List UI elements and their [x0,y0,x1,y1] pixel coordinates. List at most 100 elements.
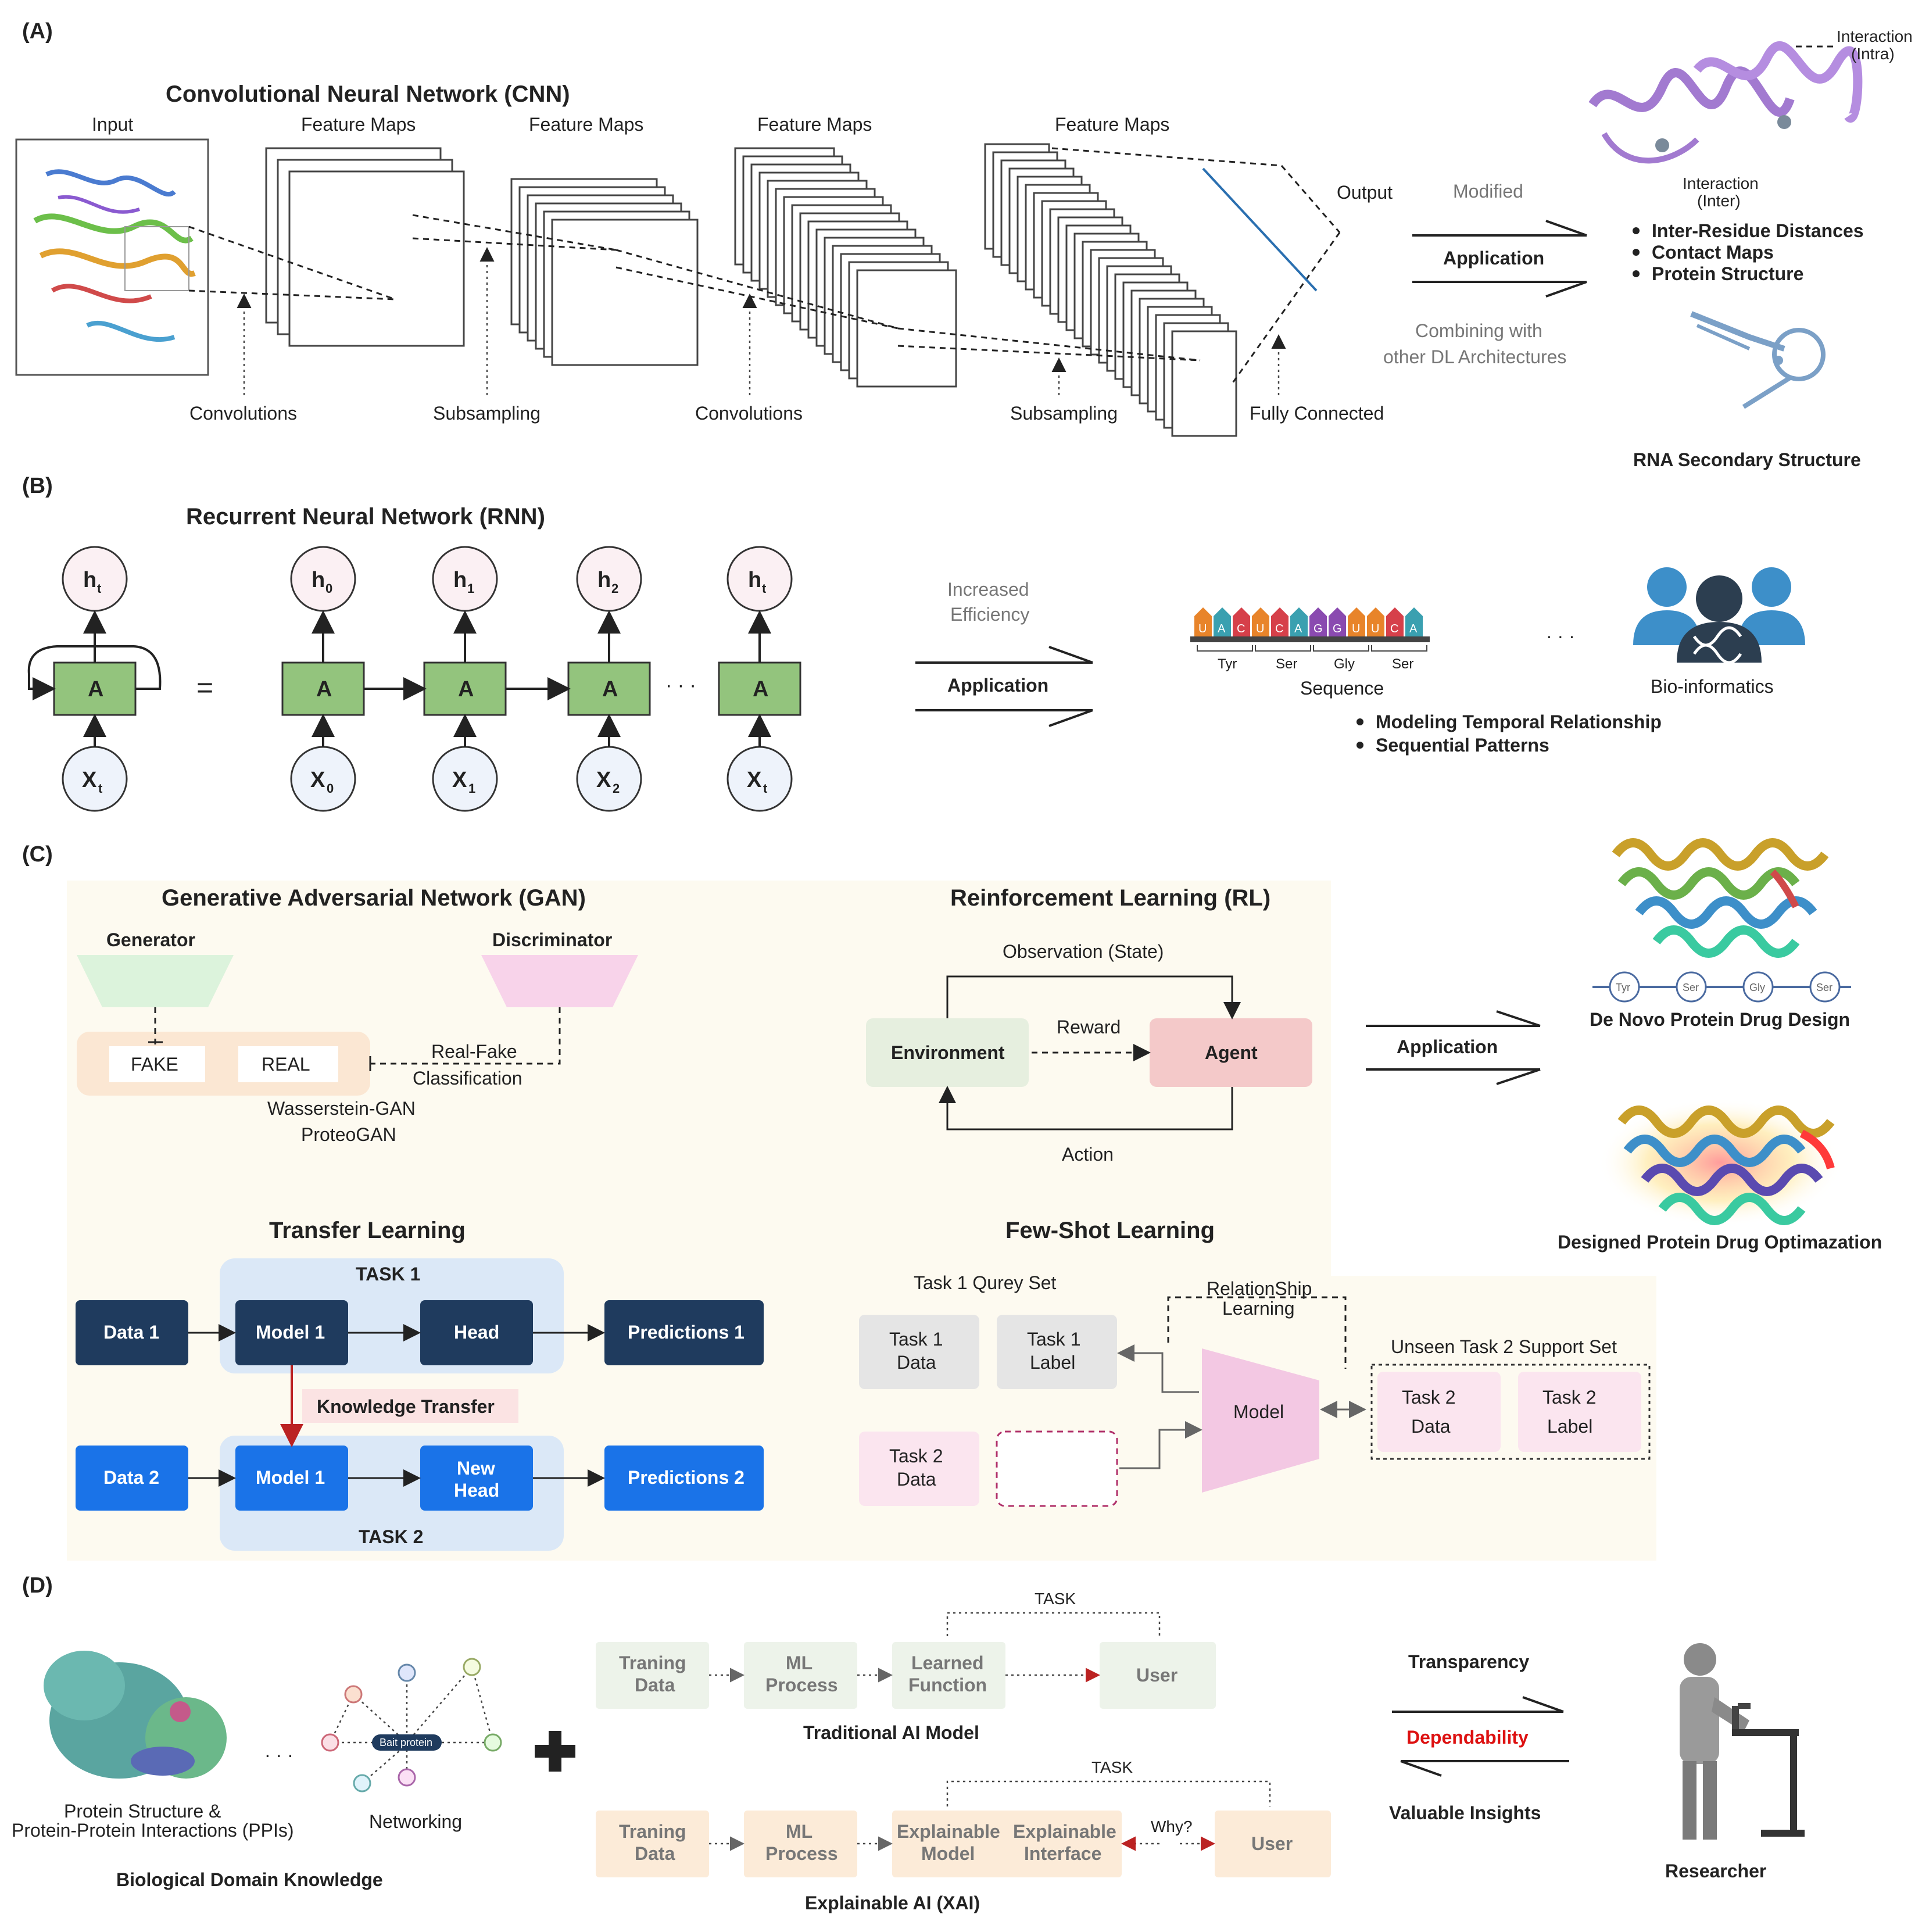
rnn-title: Recurrent Neural Network (RNN) [186,504,545,529]
xai-data-line-2: Data [635,1843,675,1864]
trad-learned-line-1: Learned [911,1652,983,1673]
task1-label-line-2: Label [1030,1352,1075,1373]
de-novo-label: De Novo Protein Drug Design [1590,1009,1850,1030]
transparency-label: Transparency [1408,1651,1529,1672]
xai-data-line-1: Traning [619,1821,686,1842]
nucleotide-letter: A [1294,622,1302,635]
cnn-operation-arrows [237,247,1286,395]
cnn-application-bullets [1633,227,1640,277]
task1-label-box [997,1315,1117,1389]
cnn-input-label: Input [92,114,133,135]
op-convolutions-1: Convolutions [189,403,297,424]
nucleotide-letter: C [1237,622,1245,635]
rnn-cell-label: A [316,677,332,702]
trad-ml-line-2: Process [765,1675,838,1695]
panel-label-c: (C) [22,842,53,867]
fewshot-model-label: Model [1233,1401,1284,1422]
nucleotide-tag [1194,607,1212,636]
knowledge-transfer-label: Knowledge Transfer [317,1396,495,1417]
nucleotide-tag [1233,607,1250,636]
trad-learned-line-2: Function [908,1675,987,1695]
pred1-label: Predictions 1 [628,1322,745,1343]
networking-label: Networking [369,1811,462,1832]
xai-interface-line-1: Explainable [1013,1821,1116,1842]
amino-acid-label: Tyr [1218,656,1237,672]
feature-map-stack-4 [984,143,1237,437]
rnn-input-subscript: 1 [468,781,475,796]
task2-label-big-box [1518,1372,1641,1452]
feature-map-stack-2 [510,178,699,366]
task1-data-box [859,1315,979,1389]
rl-action-label: Action [1062,1144,1114,1165]
insights-label: Valuable Insights [1389,1802,1541,1823]
model1b-label: Model 1 [256,1467,325,1488]
rnn-increased-line-2: Efficiency [950,604,1029,625]
researcher-label: Researcher [1665,1861,1766,1881]
gan-variant-proteogan: ProteoGAN [301,1124,396,1145]
rnn-input-subscript: 2 [613,781,620,796]
trad-user-label: User [1136,1665,1177,1686]
codon-bracket [1255,645,1311,652]
rnn-input-label: X [82,768,97,792]
nucleotide-letter: G [1313,622,1323,635]
nucleotide-tag [1367,607,1384,636]
why-label: Why? [1151,1817,1193,1836]
nucleotide-letter: C [1390,622,1398,635]
protein-complex-image [44,1651,227,1779]
fake-sample-label: FAKE [131,1054,178,1075]
real-sample-box [238,1046,338,1082]
new-head-line-2: Head [454,1480,499,1501]
rnn-bullet-sequential: Sequential Patterns [1376,735,1549,756]
trad-title: Traditional AI Model [803,1722,979,1743]
model1-label: Model 1 [256,1322,325,1343]
head-box [420,1300,533,1365]
fewshot-arrows [1117,1344,1366,1469]
protein-knowledge-line-1: Protein Structure & [64,1801,221,1822]
rnn-hidden-label: h [597,568,611,592]
transfer-arrows [188,1324,605,1487]
feature-map-stack-1 [265,147,465,347]
xai-model-line-1: Explainable [897,1821,1000,1842]
nucleotide-letter: U [1371,622,1379,635]
rnn-bullet-temporal: Modeling Temporal Relationship [1376,711,1662,732]
residue-node [1742,971,1774,1003]
amino-acid-label: Gly [1334,656,1355,672]
d-ellipsis: · · · [264,1744,294,1765]
fewshot-model-shape [1202,1348,1319,1493]
nucleotide-tag [1329,607,1346,636]
feature-map-sheet [551,219,699,366]
task2-label: TASK 2 [359,1526,423,1547]
nucleotide-tag [1214,607,1231,636]
rnn-input-subscript: t [98,781,103,796]
feature-map-sheet [1171,330,1237,437]
real-sample-label: REAL [262,1054,310,1075]
researcher-icon [1680,1643,1805,1840]
protein-knowledge-line-2: Protein-Protein Interactions (PPIs) [12,1820,294,1841]
residue-node [1609,971,1640,1003]
model1-box [235,1300,348,1365]
residue-node [1809,971,1841,1003]
rnn-unroll-ellipsis: · · · [665,674,696,696]
optimization-label: Designed Protein Drug Optimazation [1558,1232,1882,1253]
interaction-intra-line-2: (Intra) [1851,45,1895,63]
model1b-box [235,1446,348,1511]
data1-box [76,1300,188,1365]
trad-ml-box [744,1642,857,1709]
gan-discriminator-label: Discriminator [492,929,612,950]
data2-label: Data 2 [103,1467,159,1488]
task1-data-line-2: Data [897,1352,936,1373]
rnn-hidden-subscript: 2 [611,581,618,596]
task2-data-line-1: Task 2 [889,1446,943,1466]
rnn-increased-line-1: Increased [947,579,1029,600]
cnn-combining-line-1: Combining with [1415,320,1542,341]
cnn-application-arrows [1412,220,1587,298]
rnn-hidden-subscript: t [762,581,767,596]
rnn-cell-label: A [753,677,768,702]
panel-label-a: (A) [22,19,53,44]
rnn-hidden-label: h [453,568,467,592]
rl-environment-box [866,1018,1029,1087]
gan-title: Generative Adversarial Network (GAN) [162,885,586,911]
nucleotide-letter: A [1409,622,1418,635]
gan-variant-wasserstein: Wasserstein-GAN [267,1098,416,1119]
plus-icon [535,1731,575,1772]
